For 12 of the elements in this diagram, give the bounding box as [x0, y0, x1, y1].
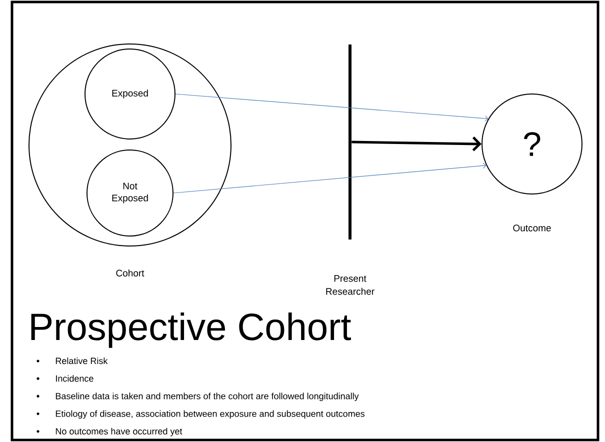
bullet-item: Baseline data is taken and members of the cohort are followed longitudinally	[56, 392, 359, 402]
arrow	[352, 136, 482, 152]
bullet-item: Relative Risk	[56, 357, 108, 364]
bullet-item: Incidence	[56, 375, 94, 382]
caption-text: Cohort	[116, 270, 144, 276]
bar-label: Present Researcher	[326, 275, 374, 295]
bullet-item: No outcomes have occurred yet	[56, 428, 182, 436]
arrow	[175, 94, 488, 122]
bullet-item: Etiology of disease, association between exposure and subsequent outcomes	[56, 410, 365, 419]
caption-text: Outcome	[513, 224, 551, 232]
arrow	[173, 162, 486, 194]
slide-title: Prospective Cohort	[31, 312, 351, 348]
